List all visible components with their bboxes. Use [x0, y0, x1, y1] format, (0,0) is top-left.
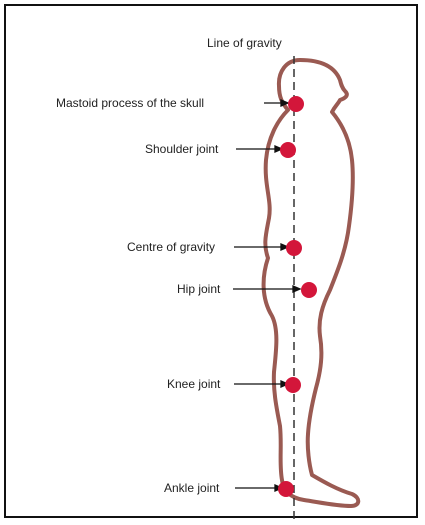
arrowhead-mastoid [281, 100, 288, 106]
centre-of-gravity-label: Centre of gravity [127, 240, 215, 254]
shoulder-marker [280, 142, 296, 158]
hip-marker [301, 282, 317, 298]
knee-marker [285, 377, 301, 393]
mastoid-label: Mastoid process of the skull [56, 96, 204, 110]
line-of-gravity-label: Line of gravity [207, 36, 282, 50]
arrowhead-hip [293, 286, 300, 292]
mastoid-marker [288, 96, 304, 112]
ankle-label: Ankle joint [164, 481, 219, 495]
ankle-marker [278, 481, 294, 497]
centre-of-gravity-marker [286, 240, 302, 256]
hip-label: Hip joint [177, 282, 220, 296]
knee-label: Knee joint [167, 377, 220, 391]
shoulder-label: Shoulder joint [145, 142, 218, 156]
